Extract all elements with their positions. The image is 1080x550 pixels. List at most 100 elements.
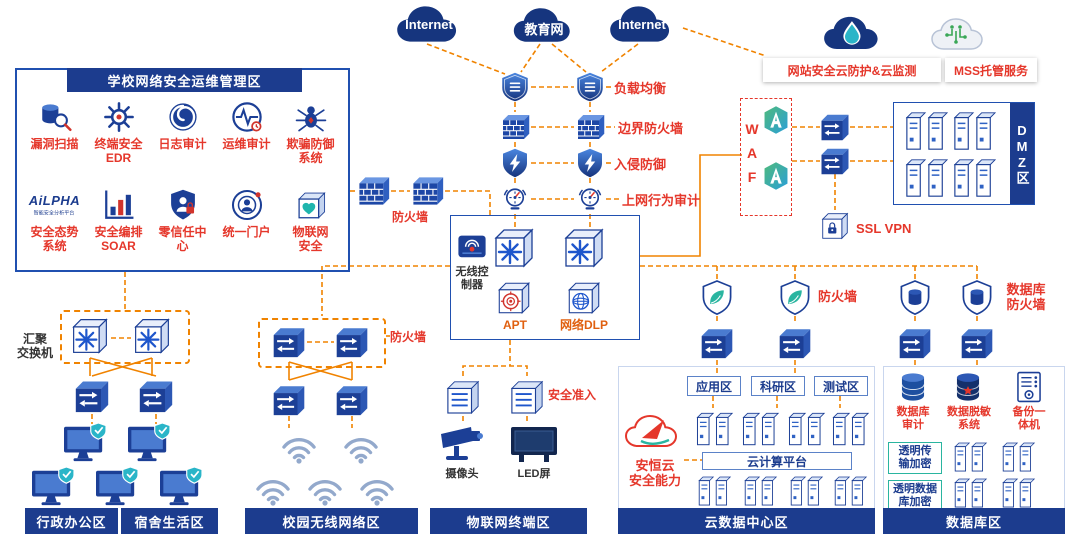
web-cloud-protect-icon xyxy=(822,12,884,56)
led-screen-label: LED屏 xyxy=(517,468,551,480)
research-area-box: 科研区 xyxy=(751,376,805,396)
mgmt-item-vuln-scan: 漏洞扫描 xyxy=(23,100,86,165)
server-icon xyxy=(904,156,948,200)
load-balance-label: 负载均衡 xyxy=(614,81,667,96)
server-icon xyxy=(828,474,872,508)
intrusion-prevention-label: 入侵防御 xyxy=(614,157,667,172)
data-masking-icon xyxy=(951,370,985,404)
backup-appliance-label: 备份一 体机 xyxy=(1012,406,1046,431)
wifi-ap-icon xyxy=(356,470,398,506)
camera-label: 摄像头 xyxy=(445,468,479,480)
mgmt-item-label: 安全编排 SOAR xyxy=(94,225,143,254)
aggregation-switch-label: 汇聚 交换机 xyxy=(16,332,53,361)
zero-trust-icon xyxy=(166,188,200,222)
portal-icon xyxy=(230,188,264,222)
backup-appliance-icon xyxy=(1012,370,1046,404)
border-firewall-icon xyxy=(575,112,605,142)
ops-audit-icon xyxy=(230,100,264,134)
waf-appliance-icon xyxy=(763,105,789,135)
access-switch-icon xyxy=(510,376,544,416)
db-firewall-icon xyxy=(898,280,932,316)
cloud-firewall-icon xyxy=(778,280,812,316)
pc-icon xyxy=(126,422,172,464)
internet-cloud-2-label: Internet xyxy=(618,17,666,32)
edu-net-cloud: 教育网 xyxy=(500,6,588,44)
mgmt-item-portal: 统一门户 xyxy=(215,188,278,253)
db-audit-label: 数据库 审计 xyxy=(896,406,930,431)
cloud-firewall-icon xyxy=(700,280,734,316)
switch-icon xyxy=(272,380,306,418)
firewall-icon xyxy=(356,174,390,208)
anheng-cloud-icon xyxy=(624,408,684,454)
internet-cloud-1-label: Internet xyxy=(405,17,453,32)
ssl-vpn-icon xyxy=(820,210,850,242)
mgmt-item-label: 安全态势 系统 xyxy=(30,225,79,254)
cloud-platform-box: 云计算平台 xyxy=(702,452,852,470)
wireless-controller-label: 无线控 制器 xyxy=(455,266,489,291)
mgmt-panel: 学校网络安全运维管理区 漏洞扫描 终端安全 EDR 日志审计 运维审计 欺骗防御… xyxy=(15,68,350,272)
mgmt-item-label: 漏洞扫描 xyxy=(30,137,79,151)
pc-icon xyxy=(62,422,108,464)
wifi-ap-icon xyxy=(340,428,382,464)
internet-cloud-1: Internet xyxy=(383,4,475,44)
dmz-box: DMZ区 xyxy=(893,102,1035,205)
behavior-audit-label: 上网行为审计 xyxy=(622,193,701,208)
cloud-firewall-label: 防火墙 xyxy=(818,289,858,304)
log-audit-icon xyxy=(166,100,200,134)
border-firewall-icon xyxy=(500,112,530,142)
soar-icon xyxy=(102,188,136,222)
mgmt-item-label: 欺骗防御 系统 xyxy=(286,137,335,166)
mss-cloud-icon xyxy=(930,14,988,56)
server-icon xyxy=(952,156,996,200)
server-icon xyxy=(996,440,1040,474)
mgmt-item-label: 零信任中 心 xyxy=(158,225,207,254)
switch-icon xyxy=(700,324,734,360)
apt-icon xyxy=(496,280,532,316)
core-switch-icon xyxy=(562,226,606,270)
dorm-zone-bar: 宿舍生活区 xyxy=(121,508,218,534)
server-icon xyxy=(952,109,996,153)
mgmt-item-label: 日志审计 xyxy=(158,137,207,151)
db-audit-icon xyxy=(896,370,930,404)
app-area-box: 应用区 xyxy=(687,376,741,396)
waf-label: WAF xyxy=(744,121,760,193)
pc-icon xyxy=(30,466,76,508)
wireless-zone-bar: 校园无线网络区 xyxy=(245,508,418,534)
mgmt-item-posture: AiLPHA 智能安全分析平台 安全态势 系统 xyxy=(23,188,86,253)
edr-icon xyxy=(102,100,136,134)
mgmt-row-2: AiLPHA 智能安全分析平台 安全态势 系统 安全编排 SOAR 零信任中 心… xyxy=(23,188,342,253)
server-icon xyxy=(784,474,828,508)
db-firewall-label: 数据库 防火墙 xyxy=(1006,282,1046,313)
network-dlp-label: 网络DLP xyxy=(559,318,608,332)
switch-icon xyxy=(898,324,932,360)
mgmt-item-ops-audit: 运维审计 xyxy=(215,100,278,165)
server-icon xyxy=(738,474,782,508)
web-cloud-protect-label: 网站安全云防护&云监测 xyxy=(763,58,941,82)
edu-net-cloud-label: 教育网 xyxy=(524,22,564,37)
ailpha-logo: AiLPHA 智能安全分析平台 xyxy=(29,188,80,222)
switch-icon xyxy=(335,380,369,418)
border-firewall-label: 边界防火墙 xyxy=(618,121,684,136)
load-balancer-icon xyxy=(575,72,605,102)
access-switch-icon xyxy=(446,376,480,416)
mgmt-item-label: 统一门户 xyxy=(222,225,271,239)
server-icon xyxy=(692,474,736,508)
mgmt-item-label: 运维审计 xyxy=(222,137,271,151)
server-icon xyxy=(904,109,948,153)
mgmt-item-label: 物联网 安全 xyxy=(292,225,329,254)
dmz-zone-label: DMZ区 xyxy=(1010,103,1034,204)
mgmt-panel-title: 学校网络安全运维管理区 xyxy=(67,68,302,92)
switch-icon xyxy=(820,144,850,176)
mgmt-row-1: 漏洞扫描 终端安全 EDR 日志审计 运维审计 欺骗防御 系统 xyxy=(23,100,342,165)
security-access-label: 安全准入 xyxy=(548,388,597,402)
led-screen-icon xyxy=(510,424,558,464)
admin-office-zone-bar: 行政办公区 xyxy=(25,508,118,534)
apt-label: APT xyxy=(503,318,527,332)
switch-icon xyxy=(960,324,994,360)
load-balancer-icon xyxy=(500,72,530,102)
iot-security-icon xyxy=(294,188,328,222)
switch-icon xyxy=(820,110,850,142)
core-switch-icon xyxy=(70,314,110,358)
wireless-firewall-label: 防火墙 xyxy=(390,330,427,344)
